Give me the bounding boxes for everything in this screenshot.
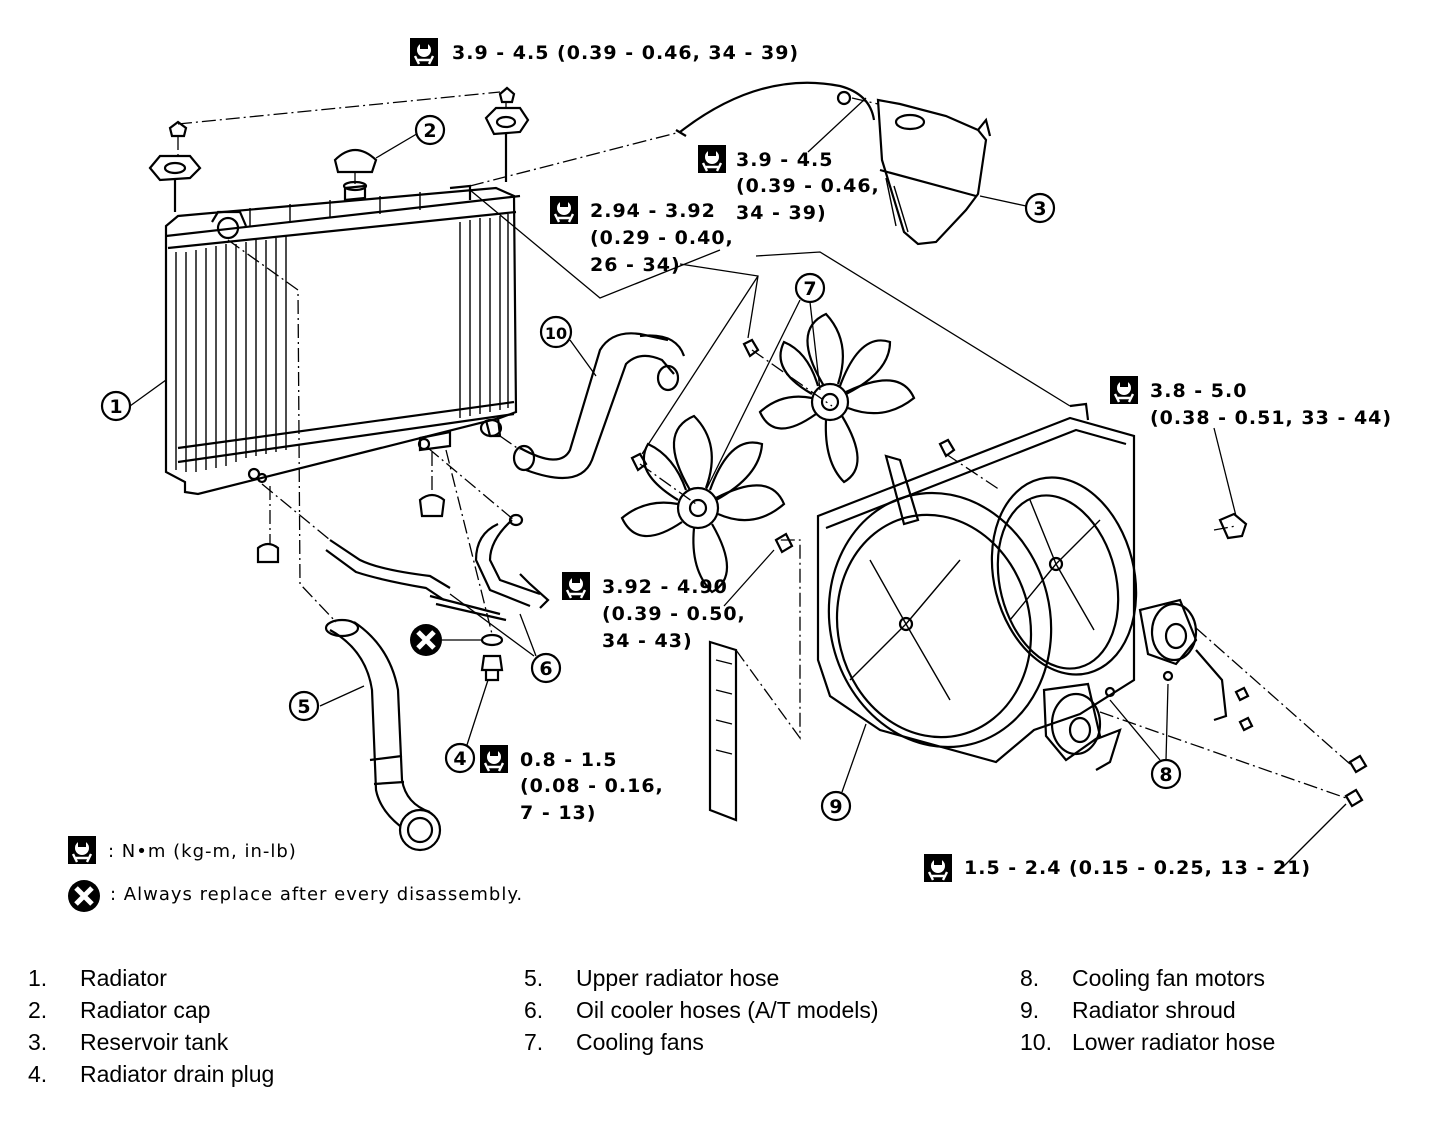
svg-text:10: 10 <box>545 324 567 343</box>
part-label: Cooling fans <box>576 1029 704 1055</box>
svg-text:3: 3 <box>1033 198 1046 220</box>
torque-wrench-icon <box>66 834 98 866</box>
callout-5: 5 <box>288 690 320 722</box>
torque-wrench-icon <box>696 143 728 175</box>
torque-value: 34 - 39) <box>736 202 827 224</box>
torque-value: (0.38 - 0.51, 33 - 44) <box>1150 407 1392 429</box>
svg-text:9: 9 <box>829 796 842 818</box>
part-number: 2. <box>28 997 48 1023</box>
part-label: Radiator <box>80 965 167 991</box>
part-label: Radiator drain plug <box>80 1061 275 1087</box>
callout-9: 9 <box>820 790 852 822</box>
oil-cooler-hoses-illustration <box>256 447 550 622</box>
part-label: Upper radiator hose <box>576 965 780 991</box>
part-number: 8. <box>1020 965 1040 991</box>
part-number: 10. <box>1020 1029 1052 1055</box>
torque-value: 1.5 - 2.4 (0.15 - 0.25, 13 - 21) <box>964 857 1311 879</box>
radiator-mount-hardware <box>148 86 530 212</box>
torque-wrench-icon <box>560 570 592 602</box>
legend: : N•m (kg-m, in-lb) : Always replace aft… <box>66 834 523 912</box>
torque-wrench-icon <box>548 194 580 226</box>
callout-8: 8 <box>1150 758 1182 790</box>
svg-text:1: 1 <box>109 396 122 418</box>
torque-spec-2: 3.9 - 4.5 (0.39 - 0.46, 34 - 39) <box>696 143 880 224</box>
part-number: 4. <box>28 1061 48 1087</box>
callout-3: 3 <box>1024 192 1056 224</box>
svg-text:8: 8 <box>1159 764 1172 786</box>
part-label: Lower radiator hose <box>1072 1029 1276 1055</box>
torque-value: 3.92 - 4.90 <box>602 576 728 598</box>
radiator-illustration <box>164 180 521 496</box>
callout-1: 1 <box>100 390 132 422</box>
cooling-fan-motors-illustration <box>1042 512 1368 808</box>
cooling-fans-illustration <box>620 312 916 594</box>
torque-wrench-icon <box>1108 374 1140 406</box>
svg-text:2: 2 <box>423 120 436 142</box>
always-replace-icon <box>410 624 442 656</box>
torque-value: 26 - 34) <box>590 254 681 276</box>
part-label: Oil cooler hoses (A/T models) <box>576 997 879 1023</box>
part-number: 5. <box>524 965 544 991</box>
part-label: Cooling fan motors <box>1072 965 1266 991</box>
torque-spec-6: 0.8 - 1.5 (0.08 - 0.16, 7 - 13) <box>478 743 664 824</box>
callout-2: 2 <box>414 114 446 146</box>
radiator-shroud-illustration <box>816 402 1138 764</box>
torque-spec-4: 3.8 - 5.0 (0.38 - 0.51, 33 - 44) <box>1108 374 1392 429</box>
part-label: Radiator cap <box>80 997 211 1023</box>
callout-7: 7 <box>794 272 826 304</box>
part-number: 6. <box>524 997 544 1023</box>
callout-4: 4 <box>444 742 476 774</box>
torque-value: (0.39 - 0.46, <box>736 175 880 197</box>
legend-replace-note: : Always replace after every disassembly… <box>110 884 523 905</box>
part-label: Radiator shroud <box>1072 997 1236 1023</box>
torque-value: 0.8 - 1.5 <box>520 749 617 771</box>
torque-value: 3.9 - 4.5 <box>736 149 833 171</box>
svg-text:7: 7 <box>803 278 816 300</box>
part-number: 7. <box>524 1029 544 1055</box>
part-number: 3. <box>28 1029 48 1055</box>
legend-torque-unit: : N•m (kg-m, in-lb) <box>108 841 297 862</box>
svg-text:4: 4 <box>453 748 466 770</box>
svg-text:6: 6 <box>539 658 552 680</box>
torque-value: (0.08 - 0.16, <box>520 775 664 797</box>
torque-spec-5: 3.92 - 4.90 (0.39 - 0.50, 34 - 43) <box>560 570 746 652</box>
torque-wrench-icon <box>408 36 440 68</box>
parts-list: 1. Radiator 2. Radiator cap 3. Reservoir… <box>0 958 1440 1098</box>
svg-text:5: 5 <box>297 696 310 718</box>
torque-wrench-icon <box>478 743 510 775</box>
callout-10: 10 <box>539 315 573 349</box>
torque-spec-3: 2.94 - 3.92 (0.29 - 0.40, 26 - 34) <box>548 194 734 276</box>
leader-lines <box>129 97 1347 869</box>
torque-value: 2.94 - 3.92 <box>590 200 716 222</box>
part-number: 9. <box>1020 997 1040 1023</box>
torque-spec-7: 1.5 - 2.4 (0.15 - 0.25, 13 - 21) <box>922 852 1311 884</box>
reservoir-tank-illustration <box>469 81 992 246</box>
torque-value: 34 - 43) <box>602 630 693 652</box>
always-replace-icon <box>68 880 100 912</box>
part-number: 1. <box>28 965 48 991</box>
torque-value: (0.39 - 0.50, <box>602 603 746 625</box>
torque-value: 7 - 13) <box>520 802 596 824</box>
air-guide-bracket-illustration <box>708 532 801 822</box>
torque-value: 3.8 - 5.0 <box>1150 380 1247 402</box>
torque-wrench-icon <box>922 852 954 884</box>
torque-value: 3.9 - 4.5 (0.39 - 0.46, 34 - 39) <box>452 42 799 64</box>
torque-spec-1: 3.9 - 4.5 (0.39 - 0.46, 34 - 39) <box>408 36 799 68</box>
torque-value: (0.29 - 0.40, <box>590 227 734 249</box>
callout-6: 6 <box>530 652 562 684</box>
lower-radiator-hose-illustration <box>499 332 686 480</box>
upper-radiator-hose-illustration <box>227 239 442 852</box>
part-label: Reservoir tank <box>80 1029 229 1055</box>
